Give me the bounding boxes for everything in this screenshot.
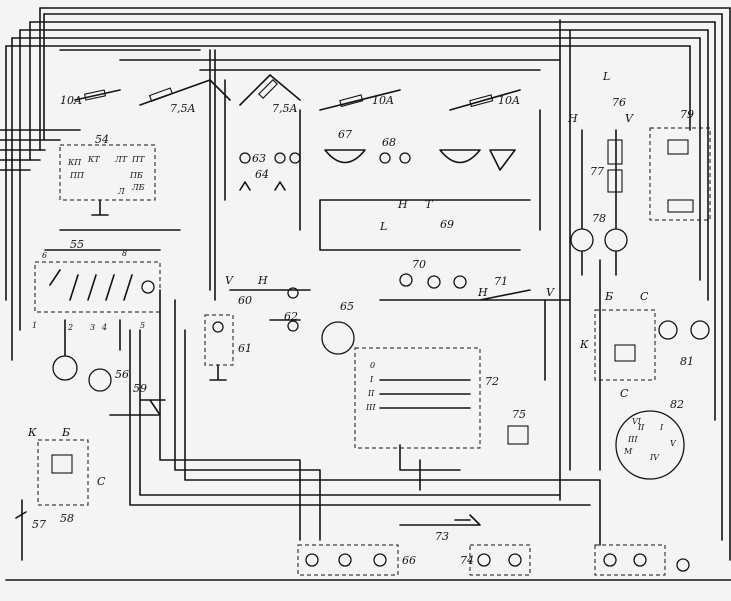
relay-79: 79: [649, 108, 711, 221]
svg-text:Б: Б: [604, 290, 613, 303]
svg-text:60: 60: [238, 294, 252, 307]
relay-80-81: Б С К С 81: [579, 290, 710, 400]
svg-text:62: 62: [284, 310, 298, 323]
fuse-label: 7,5A: [170, 102, 195, 115]
svg-text:IV: IV: [649, 453, 660, 462]
svg-text:6: 6: [42, 251, 47, 260]
svg-text:Л: Л: [117, 187, 125, 196]
svg-text:II: II: [637, 423, 645, 432]
component-number: 54: [95, 133, 109, 146]
components-76-78: L 76 H V 77 78: [567, 70, 634, 276]
svg-text:63: 63: [252, 152, 266, 165]
fuse-label: 10A: [372, 94, 394, 107]
switch-72: 72 0 I II III: [354, 347, 499, 449]
switch-82: 82 I II III IV V VI M: [615, 398, 685, 480]
fuse-label: 7,5A: [272, 102, 297, 115]
svg-text:57: 57: [32, 518, 46, 531]
svg-text:ЛБ: ЛБ: [131, 183, 145, 192]
svg-text:VI: VI: [632, 417, 642, 426]
svg-text:77: 77: [590, 165, 604, 178]
svg-text:71: 71: [494, 275, 508, 288]
svg-text:III: III: [365, 403, 376, 412]
svg-text:56: 56: [115, 368, 129, 381]
svg-text:ПП: ПП: [69, 171, 85, 180]
svg-text:1: 1: [32, 321, 37, 330]
switch-54: 54 КП КТ ЛТ ПТ ПП ПБ ЛБ Л: [59, 133, 156, 216]
svg-text:ЛТ: ЛТ: [114, 155, 128, 164]
svg-text:С: С: [620, 387, 629, 400]
svg-text:Б: Б: [61, 426, 70, 439]
components-67-69: 67 68 H L T 69: [319, 128, 531, 251]
svg-text:С: С: [97, 475, 106, 488]
svg-text:75: 75: [512, 408, 526, 421]
svg-text:68: 68: [382, 136, 396, 149]
svg-text:64: 64: [255, 168, 269, 181]
svg-text:К: К: [27, 426, 37, 439]
svg-text:2: 2: [67, 323, 73, 332]
lamp-block-66: 66: [297, 544, 416, 576]
svg-text:L: L: [602, 70, 610, 83]
svg-text:H: H: [257, 274, 268, 287]
svg-text:II: II: [367, 389, 375, 398]
svg-text:III: III: [627, 435, 638, 444]
svg-text:КТ: КТ: [87, 155, 100, 164]
relay-block-55: 55 6 8 1 2 3 4 5: [32, 229, 181, 361]
svg-text:73: 73: [435, 530, 449, 543]
svg-text:8: 8: [122, 249, 127, 258]
svg-text:H: H: [567, 112, 578, 125]
svg-text:74: 74: [460, 554, 474, 567]
svg-text:3: 3: [90, 323, 95, 332]
svg-text:0: 0: [370, 361, 375, 370]
fuse-label: 10A: [60, 94, 82, 107]
components-60-62: V H 60 61 62: [204, 274, 311, 381]
svg-text:55: 55: [70, 238, 84, 251]
svg-text:69: 69: [440, 218, 454, 231]
svg-text:V: V: [225, 274, 234, 287]
svg-text:К: К: [579, 338, 589, 351]
svg-text:78: 78: [592, 212, 606, 225]
svg-text:КП: КП: [67, 158, 82, 167]
svg-text:ПБ: ПБ: [129, 171, 143, 180]
svg-text:4: 4: [101, 323, 107, 332]
harness-lines: [0, 7, 731, 581]
svg-text:58: 58: [60, 512, 74, 525]
left-lower-components: 56 59 Б К С 58 57: [15, 355, 166, 561]
svg-text:T: T: [425, 198, 434, 211]
svg-text:5: 5: [140, 321, 145, 330]
harness-wiring: [129, 19, 601, 546]
svg-text:70: 70: [412, 258, 426, 271]
svg-text:76: 76: [612, 96, 626, 109]
components-73-75: 73 74 75: [399, 408, 531, 576]
svg-text:H: H: [477, 286, 488, 299]
svg-text:82: 82: [670, 398, 684, 411]
components-70-71: 70 H V 71: [379, 258, 571, 301]
svg-text:66: 66: [402, 554, 416, 567]
lamp-block-right: [594, 544, 690, 576]
svg-text:V: V: [625, 112, 634, 125]
svg-text:С: С: [640, 290, 649, 303]
svg-text:61: 61: [238, 342, 252, 355]
svg-text:I: I: [659, 423, 664, 432]
svg-text:72: 72: [485, 375, 499, 388]
svg-text:L: L: [379, 220, 387, 233]
svg-text:I: I: [369, 375, 374, 384]
svg-text:81: 81: [680, 355, 694, 368]
fuse-label: 10A: [498, 94, 520, 107]
svg-text:M: M: [623, 447, 633, 456]
fuse-block: 10A 7,5A 7,5A 10A 10A: [60, 74, 521, 115]
svg-text:67: 67: [338, 128, 352, 141]
svg-text:ПТ: ПТ: [131, 155, 145, 164]
svg-text:V: V: [670, 439, 677, 448]
svg-text:65: 65: [340, 300, 354, 313]
svg-text:V: V: [546, 286, 555, 299]
components-63-65: 63 64 65: [239, 152, 355, 355]
svg-text:H: H: [397, 198, 408, 211]
svg-text:79: 79: [680, 108, 694, 121]
